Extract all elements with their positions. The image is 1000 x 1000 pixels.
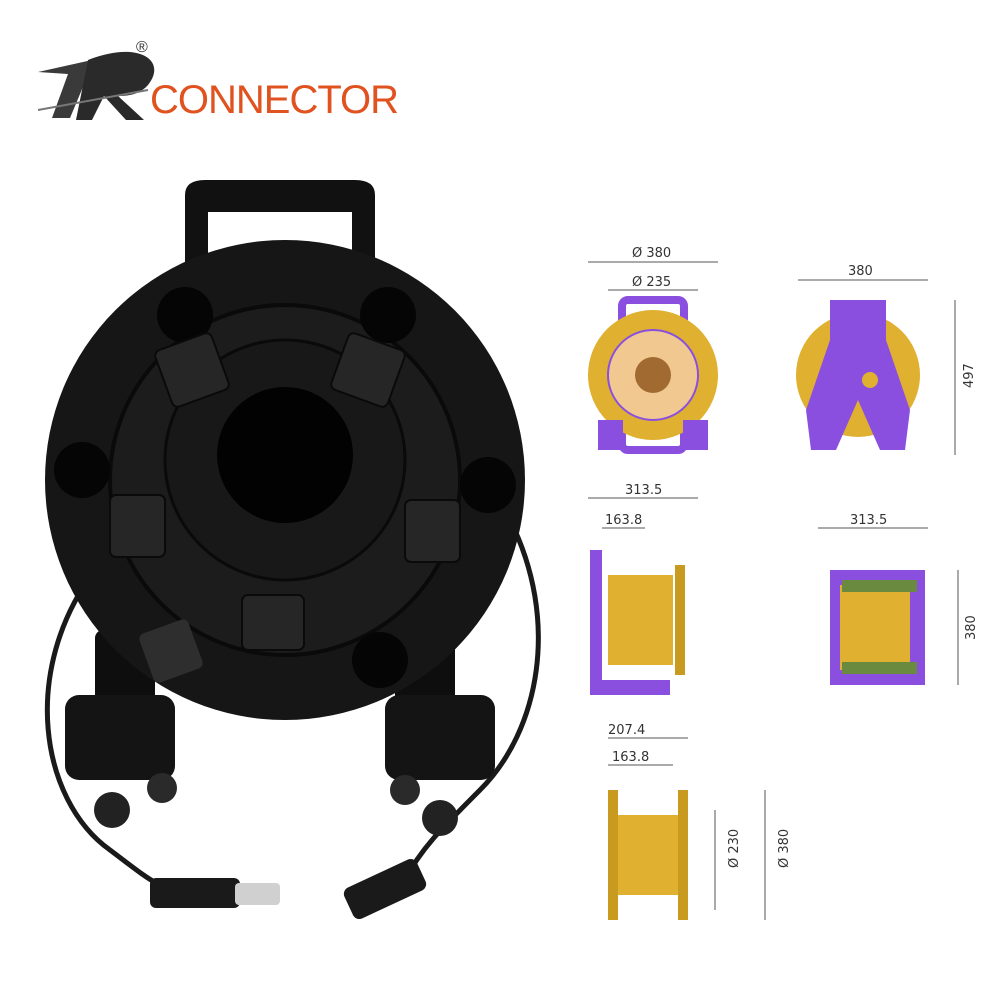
technical-drawings: Ø 380 Ø 235 380 497 313.5 163.8 313.5 38… [588,246,979,920]
rear-width: 380 [848,264,873,279]
top-depth: 313.5 [850,513,887,528]
drum-view: 207.4 163.8 Ø 230 Ø 380 [608,723,792,920]
top-view: 313.5 380 [818,513,979,685]
cable-clips [109,332,461,651]
side-view: 313.5 163.8 [588,483,698,695]
front-outer-diameter: Ø 380 [632,246,671,261]
brand-logo: ® [37,39,155,121]
registered-mark: ® [136,39,148,56]
brand-name: CONNECTOR [150,78,399,122]
flange-holes [54,287,516,688]
drum-depth: 163.8 [612,750,649,765]
reel-hub-hole [217,387,353,523]
side-drum-depth: 163.8 [605,513,642,528]
drum-diameter: Ø 230 [727,829,742,868]
side-depth: 313.5 [625,483,662,498]
drum-flange-diameter: Ø 380 [777,829,792,868]
rear-view: 380 497 [796,264,977,455]
drum-overall: 207.4 [608,723,645,738]
panel-connector [139,619,203,683]
cable-right [402,518,541,882]
front-inner-diameter: Ø 235 [632,275,671,290]
tr-logo-mark [37,51,155,121]
cable-plugs [150,858,427,920]
cable-reel-photo [44,180,541,920]
rear-height: 497 [962,363,977,388]
front-view: Ø 380 Ø 235 [588,246,718,454]
reel-handle [185,180,375,280]
top-width: 380 [964,615,979,640]
